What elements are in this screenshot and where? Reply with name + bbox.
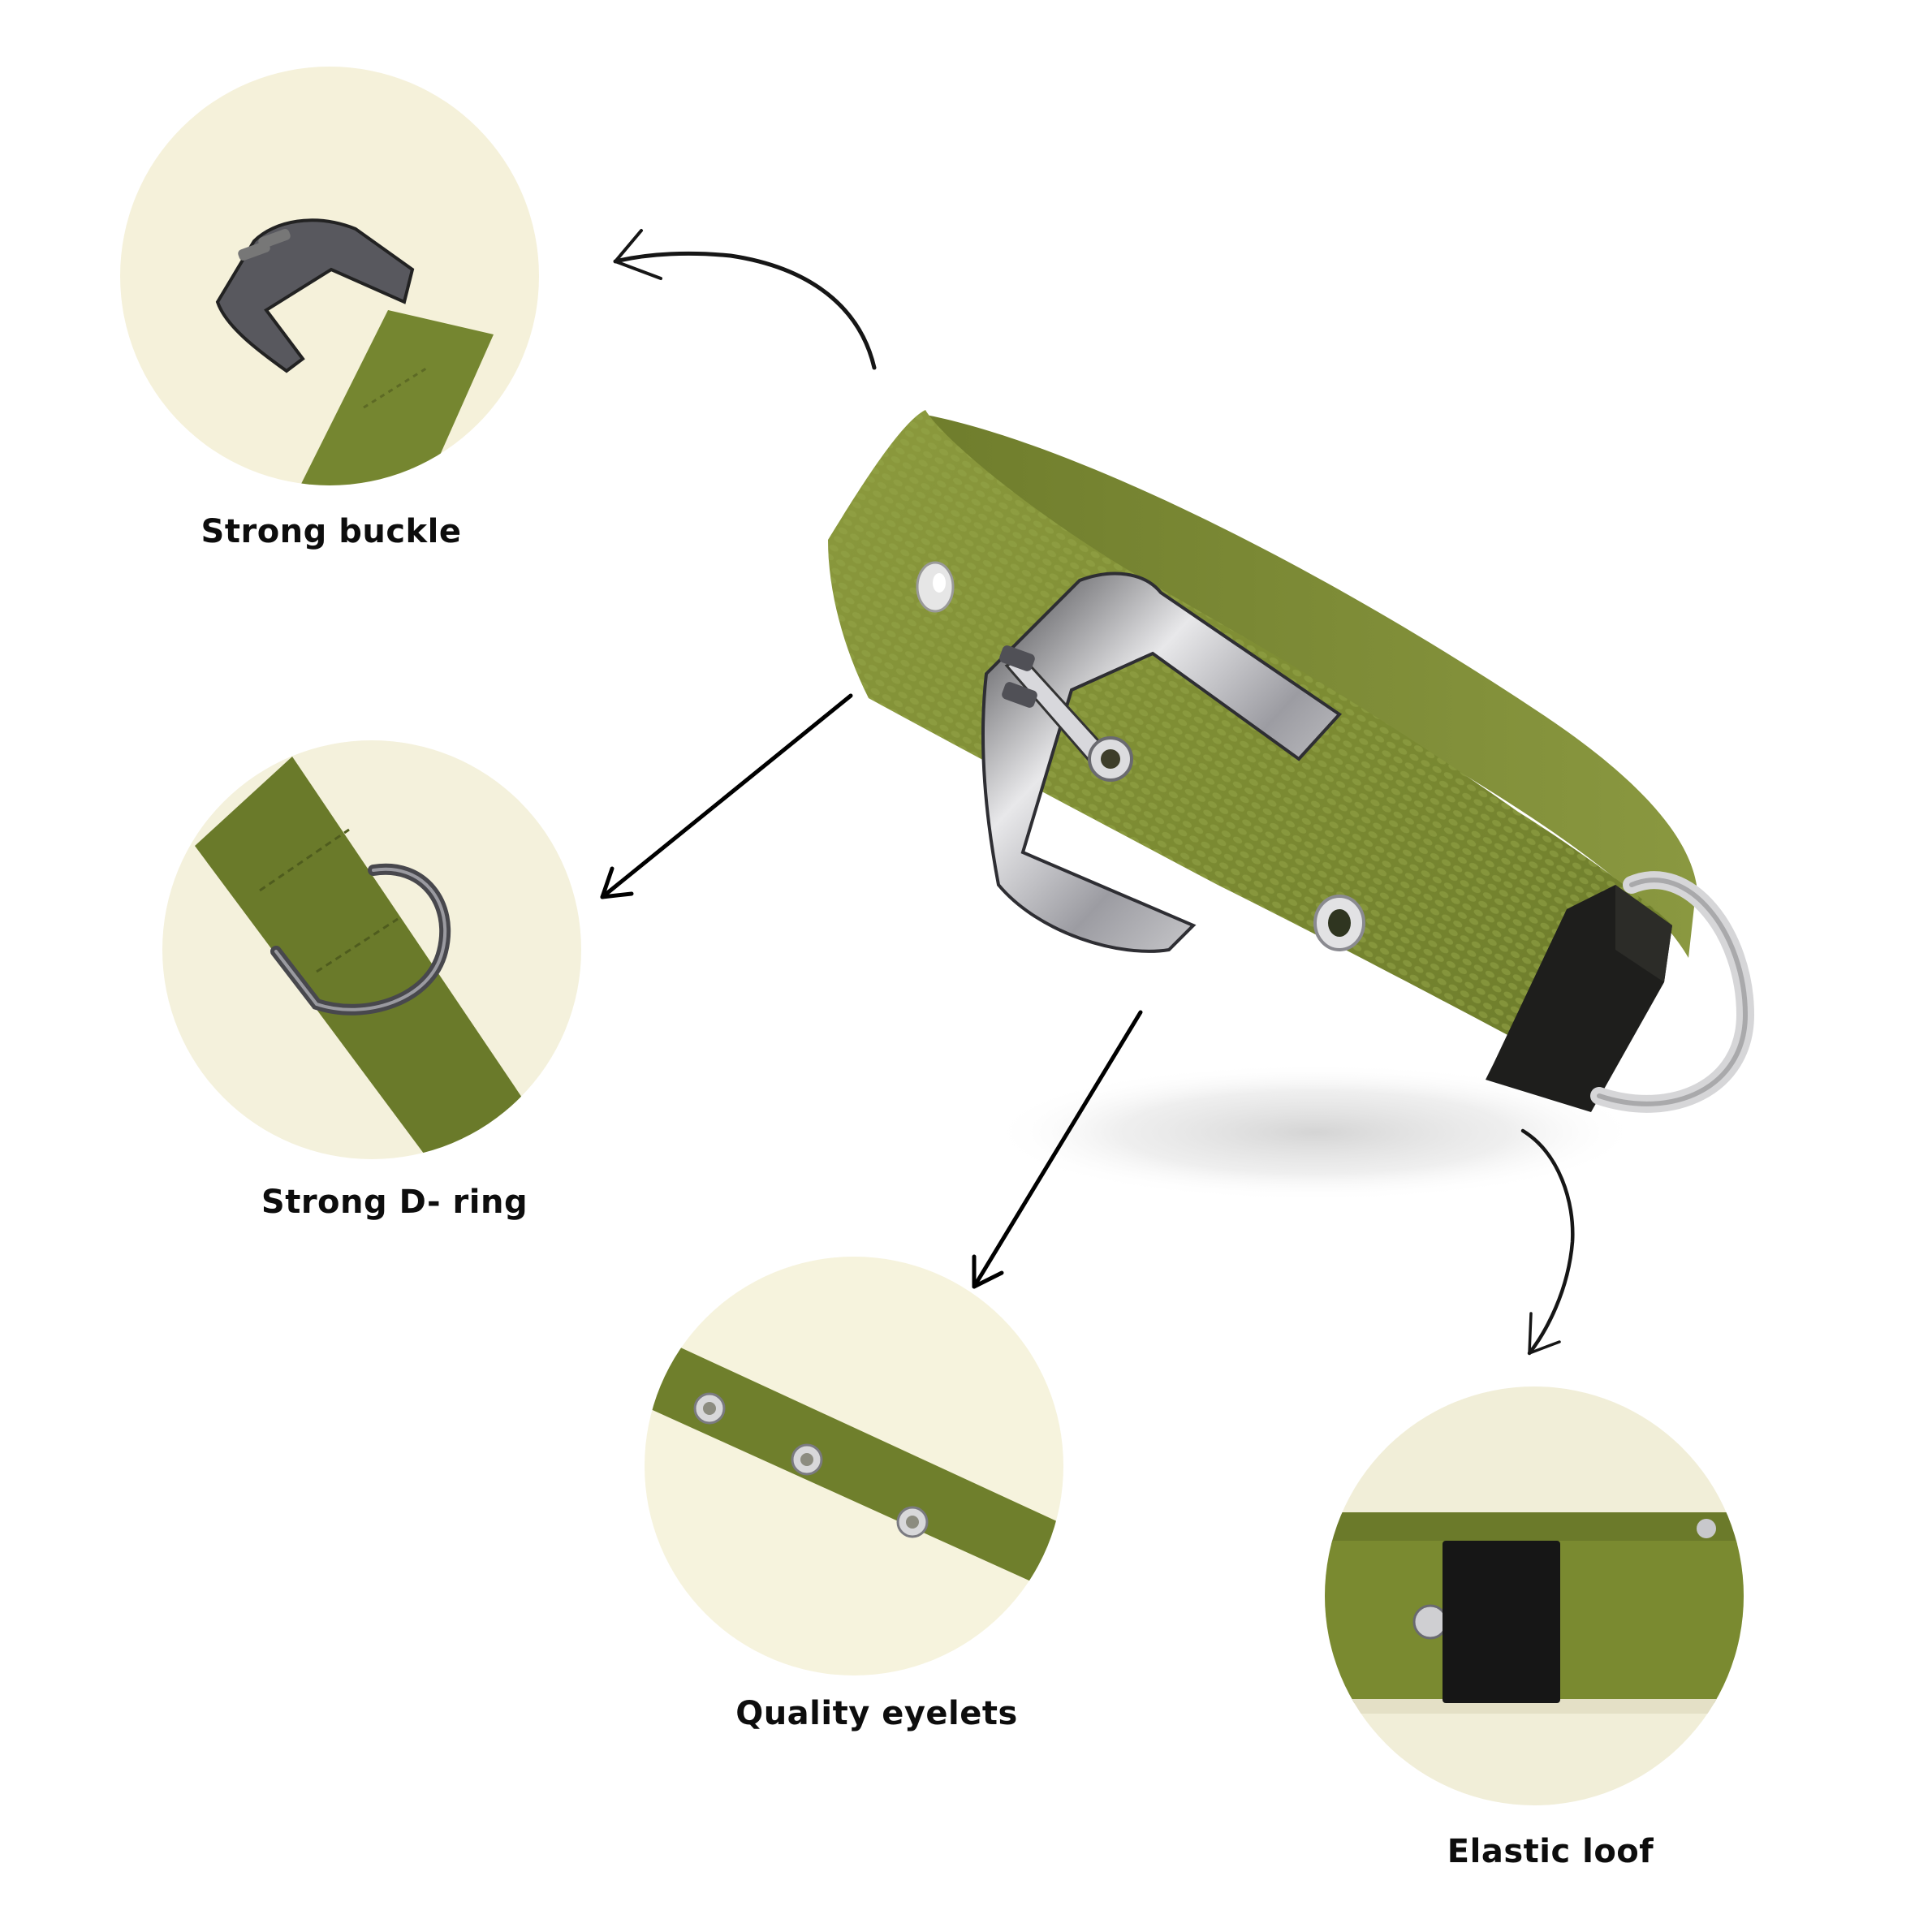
feature-circle-eyelets [645,1257,1063,1675]
arrow-to-d-ring [600,693,853,899]
feature-label-elastic: Elastic loof [1447,1833,1654,1870]
feature-label-d-ring: Strong D- ring [261,1184,528,1221]
feature-label-eyelets: Quality eyelets [735,1695,1018,1732]
buckle-closeup-icon [120,67,539,485]
feature-label-buckle: Strong buckle [201,513,462,550]
arrow-to-buckle [613,229,877,370]
d-ring-closeup-icon [162,740,581,1159]
elastic-loop-closeup-icon [1325,1386,1744,1805]
eyelets-closeup-icon [645,1257,1063,1675]
arrow-to-elastic [1520,1128,1575,1356]
feature-circle-buckle [120,67,539,485]
feature-circle-elastic [1325,1386,1744,1805]
feature-circle-d-ring [162,740,581,1159]
